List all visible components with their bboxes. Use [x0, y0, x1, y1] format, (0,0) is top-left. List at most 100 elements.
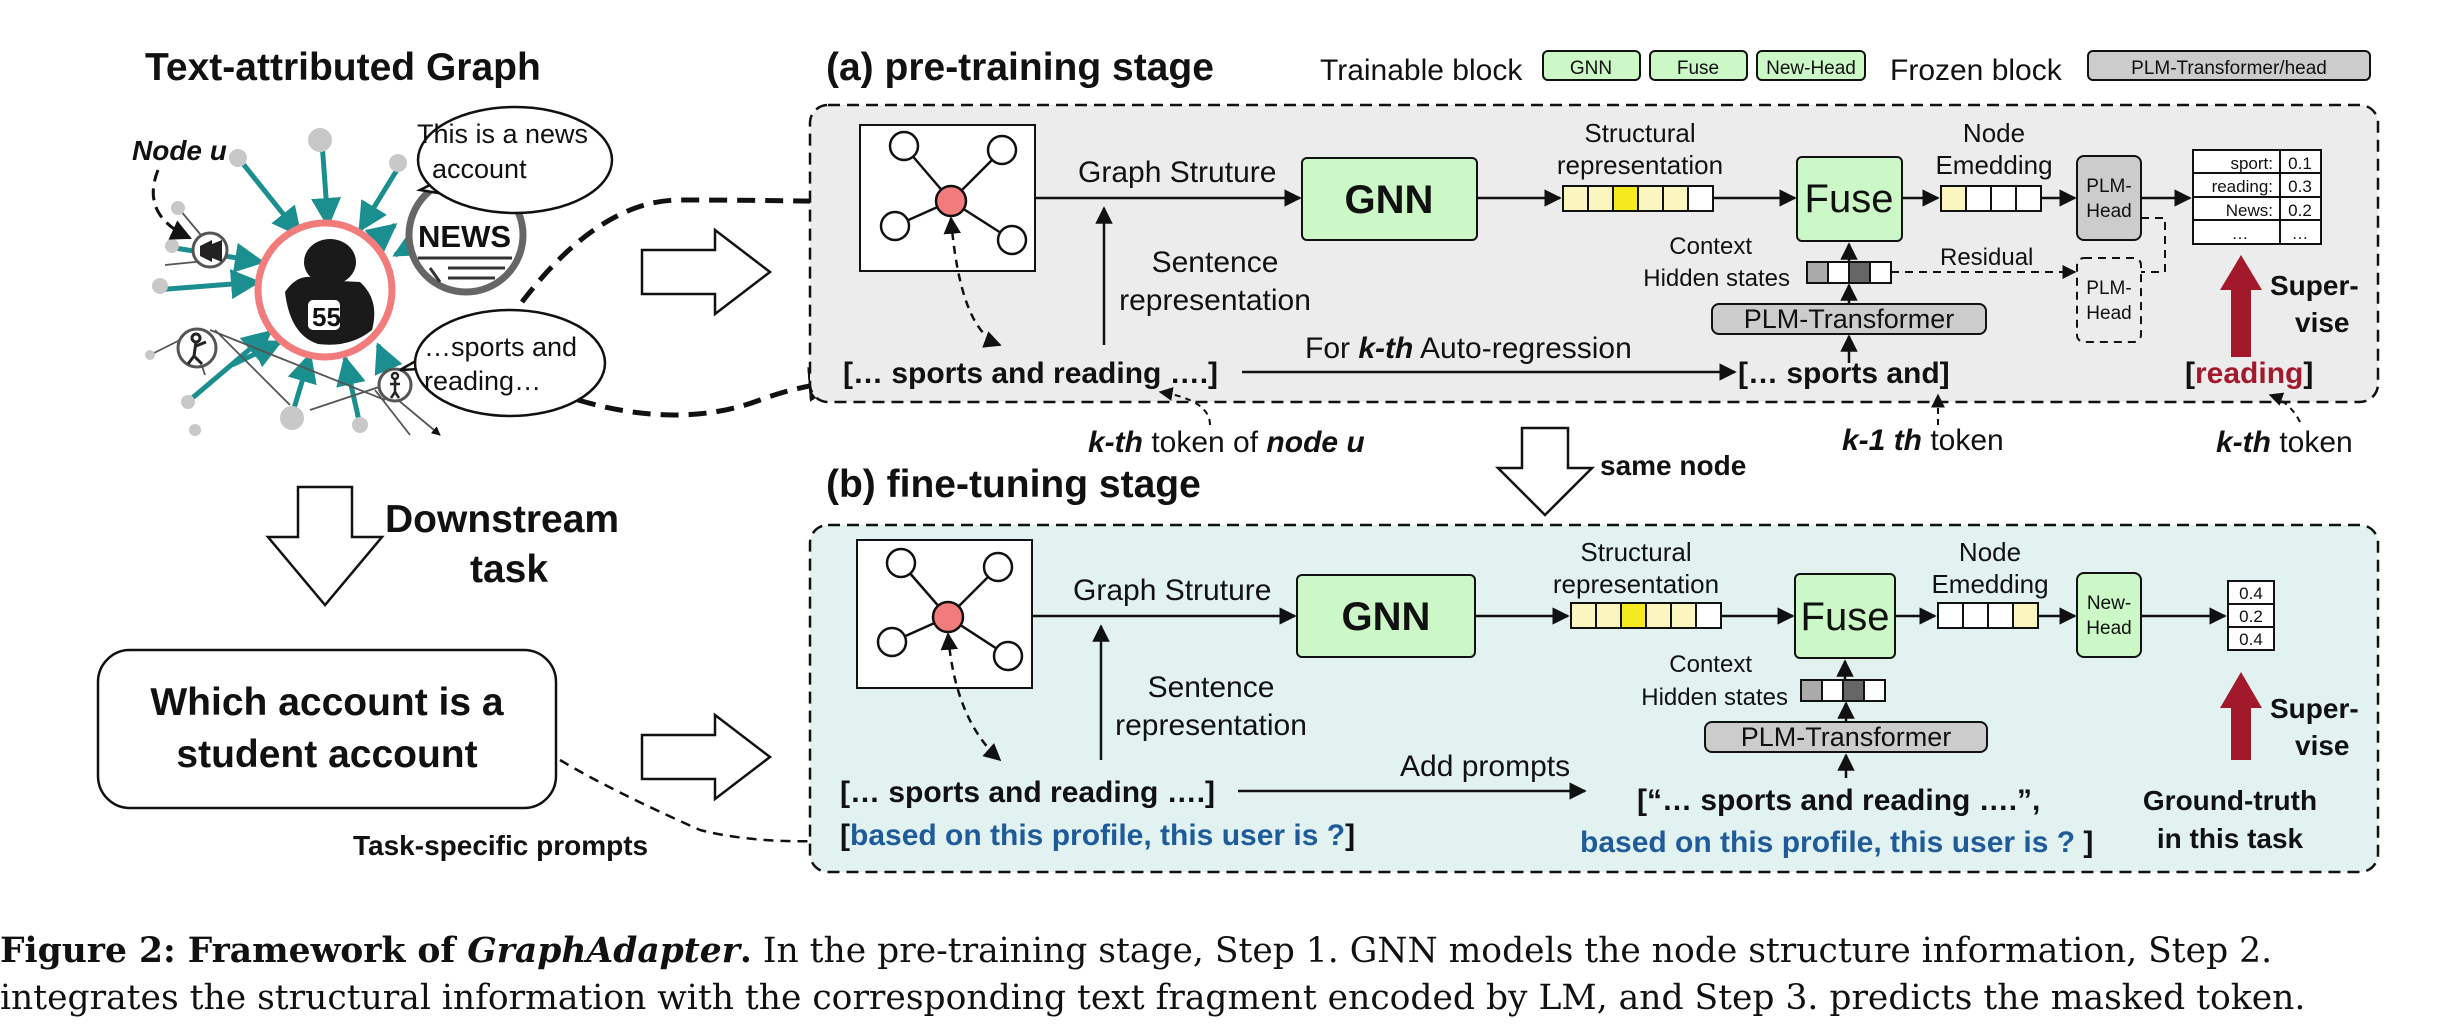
task-prompts-label: Task-specific prompts [353, 830, 648, 861]
finetune-prompt-text: [based on this profile, this user is ?] [840, 819, 1355, 852]
svg-text:PLM-: PLM- [2086, 176, 2131, 197]
finetune-output-vector: 0.4 0.2 0.4 [2227, 580, 2275, 651]
svg-text:New-: New- [2087, 593, 2131, 614]
svg-text:k-1 th token: k-1 th token [1842, 424, 2004, 457]
news-text: NEWS [418, 219, 511, 254]
finetune-target-node [931, 600, 965, 634]
pretrain-partial-text: [… sports and] [1738, 357, 1950, 390]
svg-text:Graph Struture: Graph Struture [1073, 574, 1271, 607]
legend-fuse-swatch [1649, 50, 1748, 81]
svg-text:Structural: Structural [1584, 118, 1695, 148]
svg-text:Fuse: Fuse [1677, 58, 1719, 79]
svg-text:PLM-Transformer: PLM-Transformer [1741, 722, 1952, 752]
left-panel: Text-attributed Graph [96, 46, 864, 861]
svg-text:Fuse: Fuse [1801, 595, 1890, 639]
legend-gnn-swatch [1542, 50, 1641, 81]
svg-text:…sports and: …sports and [424, 332, 577, 362]
svg-text:vise: vise [2295, 730, 2350, 761]
speech-bubble-news: This is a news account [416, 105, 614, 215]
svg-text:k-th token: k-th token [2216, 426, 2353, 459]
svg-text:Head: Head [2086, 303, 2131, 324]
downstream-arrow [265, 485, 385, 607]
question-line-1: Which account is a [150, 681, 504, 724]
arrow-to-pretrain [640, 227, 773, 317]
svg-text:Structural: Structural [1580, 537, 1691, 567]
legend-trainable-label: Trainable block [1320, 54, 1523, 87]
finetune-node-embedding-tokens [1937, 602, 2039, 629]
pretrain-title: (a) pre-training stage [826, 46, 1214, 89]
svg-text:0.4: 0.4 [2239, 584, 2263, 603]
combined-input-line-1: [“… sports and reading ….”, [1637, 784, 2040, 817]
svg-text:GNN: GNN [1342, 595, 1431, 639]
svg-text:k-th token of node u: k-th token of node u [1088, 426, 1365, 459]
svg-text:Context: Context [1669, 651, 1752, 678]
svg-text:PLM-: PLM- [2086, 278, 2131, 299]
svg-text:GNN: GNN [1570, 58, 1612, 79]
pretrain-target-node [934, 184, 968, 218]
svg-text:…: … [2232, 224, 2249, 243]
svg-text:0.1: 0.1 [2288, 154, 2312, 173]
svg-text:representation: representation [1115, 709, 1307, 742]
pretrain-target-text: [reading] [2185, 357, 2313, 390]
question-line-2: student account [176, 733, 477, 776]
svg-text:This is a news: This is a news [417, 119, 588, 149]
svg-text:Head: Head [2086, 201, 2131, 222]
svg-text:Node: Node [1963, 118, 2025, 148]
finetuning-panel: (b) fine-tuning stage Graph Struture GNN… [808, 463, 2380, 874]
svg-text:0.4: 0.4 [2239, 630, 2263, 649]
combined-input-line-2: based on this profile, this user is ? ] [1580, 826, 2093, 859]
pretrain-probability-table: sport: 0.1 reading: 0.3 News: 0.2 … … [2192, 149, 2322, 245]
svg-text:Sentence: Sentence [1152, 246, 1279, 279]
svg-text:Sentence: Sentence [1148, 671, 1275, 704]
legend: Trainable block GNN Fuse New-Head Frozen… [1320, 50, 2371, 87]
token-annotations: k-th token of node u k-1 th token k-th t… [1088, 387, 2353, 517]
svg-text:account: account [432, 154, 527, 184]
svg-text:55: 55 [312, 302, 341, 332]
finetune-input-text: [… sports and reading ….] [840, 776, 1215, 809]
svg-text:Context: Context [1669, 233, 1752, 260]
kth-auto-label: For k-th Auto-regression [1305, 332, 1632, 365]
svg-text:Hidden states: Hidden states [1641, 684, 1788, 711]
graph-title: Text-attributed Graph [145, 46, 541, 89]
svg-text:representation: representation [1557, 150, 1723, 180]
svg-text:Fuse: Fuse [1805, 177, 1894, 221]
finetune-title: (b) fine-tuning stage [826, 463, 1201, 506]
svg-text:Graph Struture: Graph Struture [1078, 156, 1276, 189]
svg-text:Super-: Super- [2270, 270, 2359, 301]
svg-text:Super-: Super- [2270, 693, 2359, 724]
downstream-label-1: Downstream [385, 498, 619, 541]
svg-text:sport:: sport: [2230, 154, 2273, 173]
finetune-supervise-arrow [2220, 672, 2262, 760]
svg-text:0.3: 0.3 [2288, 177, 2312, 196]
arrow-to-finetune [640, 712, 773, 802]
svg-text:Ground-truth: Ground-truth [2143, 785, 2317, 816]
caption-text: In the pre-training stage, Step 1. GNN m… [0, 931, 2306, 1018]
svg-text:News:: News: [2226, 201, 2273, 220]
svg-text:same node: same node [1600, 450, 1746, 481]
svg-text:representation: representation [1553, 569, 1719, 599]
svg-text:PLM-Transformer: PLM-Transformer [1744, 304, 1955, 334]
svg-text:vise: vise [2295, 307, 2350, 338]
svg-text:representation: representation [1119, 284, 1311, 317]
framework-diagram: Text-attributed Graph [96, 46, 2380, 874]
svg-text:Emedding: Emedding [1935, 150, 2052, 180]
pretrain-supervise-arrow [2220, 255, 2262, 357]
caption-name: GraphAdapter [467, 931, 740, 971]
football-player-icon: 55 [285, 239, 375, 345]
legend-plm-swatch [2087, 50, 2371, 81]
pretrain-plm-head-frozen [2076, 257, 2142, 343]
svg-text:Add prompts: Add prompts [1400, 750, 1570, 783]
svg-text:reading:: reading: [2212, 177, 2273, 196]
speech-bubble-sports: …sports and reading… [399, 308, 607, 418]
figure-caption: Figure 2: Framework of GraphAdapter. In … [0, 928, 2440, 1022]
pretrain-node-embedding-tokens [1940, 185, 2042, 212]
svg-text:…: … [2292, 224, 2309, 243]
legend-frozen-label: Frozen block [1890, 54, 2063, 87]
svg-text:New-Head: New-Head [1766, 58, 1856, 79]
pretrain-context-tokens [1806, 261, 1892, 284]
finetune-new-head-block [2076, 572, 2142, 658]
svg-text:Node: Node [1959, 537, 2021, 567]
svg-text:Emedding: Emedding [1931, 569, 2048, 599]
svg-text:Residual: Residual [1940, 244, 2033, 271]
caption-label-end: . [739, 931, 752, 971]
